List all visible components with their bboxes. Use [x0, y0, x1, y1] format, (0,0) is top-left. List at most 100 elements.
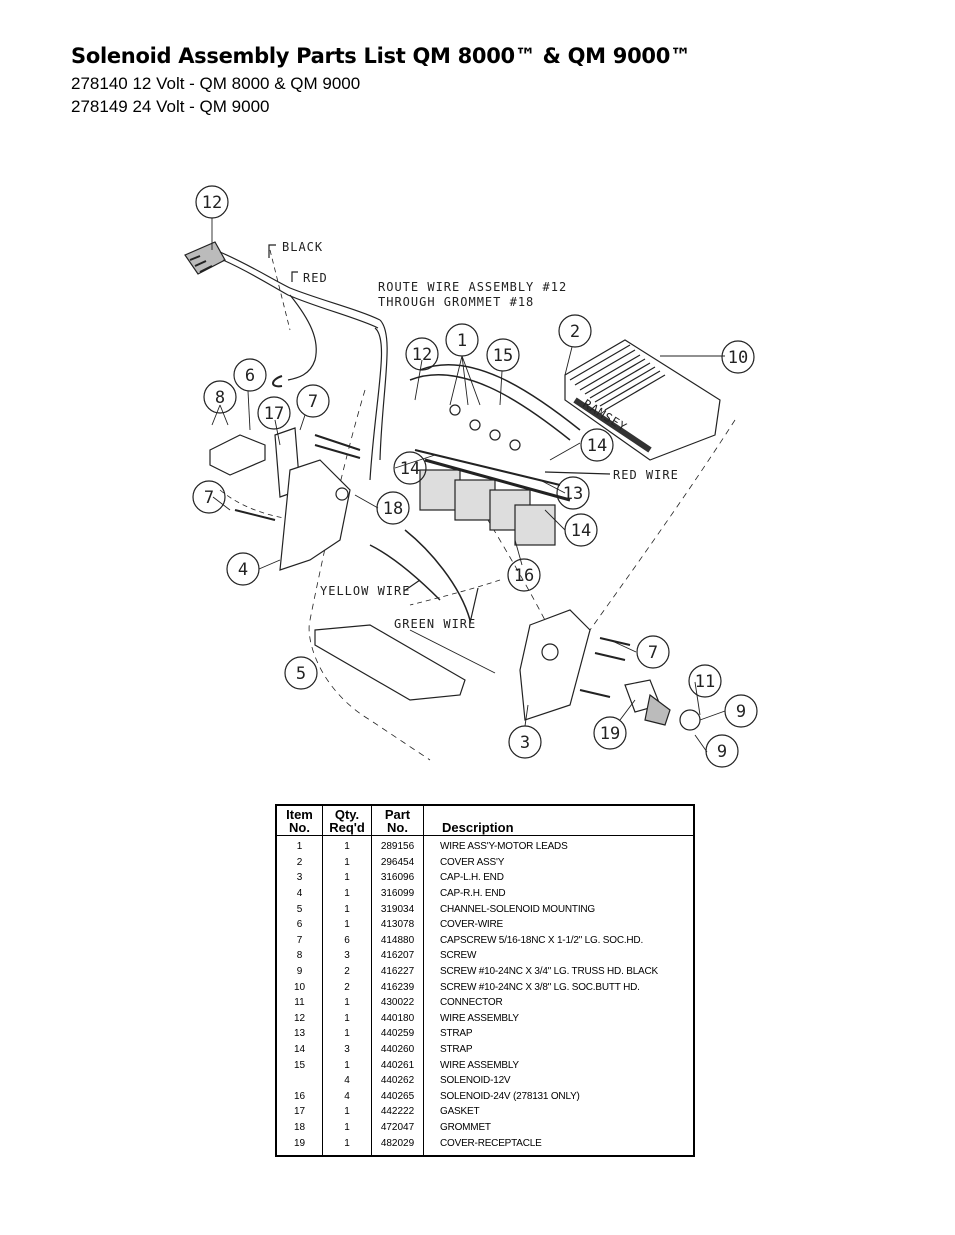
cell-description: CONNECTOR [440, 997, 503, 1009]
callout-4: 4 [226, 552, 260, 586]
cell-item-no: 11 [276, 994, 323, 1011]
cell-description: COVER-RECEPTACLE [440, 1137, 542, 1149]
label-red-wire: RED WIRE [613, 468, 679, 482]
svg-text:17: 17 [264, 404, 284, 424]
svg-text:7: 7 [648, 643, 658, 663]
cell-description: CAP-L.H. END [440, 872, 504, 884]
strap-wires [369, 364, 581, 621]
cell-item-no: 5 [276, 901, 323, 917]
callout-11: 11 [688, 664, 722, 698]
cell-qty: 4 [322, 1072, 372, 1089]
model-line-12v: 278140 12 Volt - QM 8000 & QM 9000 [71, 74, 361, 93]
callouts: 12 1 12 15 2 10 6 8 17 7 14 14 13 14 7 1… [192, 185, 758, 768]
cell-item-no: 13 [276, 1026, 323, 1042]
model-line-24v: 278149 24 Volt - QM 9000 [71, 97, 270, 116]
cell-item-no: 7 [276, 932, 323, 949]
callout-14-c: 14 [564, 513, 598, 547]
right-end-parts [519, 609, 701, 731]
svg-text:12: 12 [412, 345, 432, 365]
callout-7-upper: 7 [296, 384, 330, 418]
cell-qty: 1 [322, 885, 372, 902]
exploded-assembly-diagram: RAMSEY [170, 160, 770, 780]
svg-text:12: 12 [202, 193, 222, 213]
cell-qty: 1 [322, 916, 372, 933]
left-end-parts [209, 427, 361, 571]
svg-text:14: 14 [400, 459, 420, 479]
cell-qty: 4 [322, 1088, 372, 1105]
svg-text:4: 4 [238, 560, 248, 580]
svg-text:2: 2 [570, 322, 580, 342]
cell-item-no: 10 [276, 979, 323, 995]
cell-part-no: 316099 [371, 885, 424, 902]
callout-14-b: 14 [393, 451, 427, 485]
cell-description: GROMMET [440, 1121, 491, 1133]
cell-qty: 1 [322, 1119, 372, 1136]
cell-description: COVER ASS'Y [440, 856, 505, 868]
cell-qty: 1 [322, 901, 372, 917]
label-green-wire: GREEN WIRE [394, 617, 476, 631]
cell-qty: 2 [322, 963, 372, 980]
cell-description: SCREW [440, 950, 477, 962]
cell-part-no: 440261 [371, 1057, 424, 1073]
svg-text:10: 10 [728, 348, 748, 368]
label-yellow-wire: YELLOW WIRE [320, 584, 410, 598]
cell-description: WIRE ASS'Y-MOTOR LEADS [440, 841, 568, 853]
cell-qty: 1 [322, 1104, 372, 1120]
cell-item-no: 19 [276, 1135, 323, 1156]
cell-part-no: 440259 [371, 1026, 424, 1042]
svg-text:19: 19 [600, 724, 620, 744]
cell-qty: 6 [322, 932, 372, 949]
wire-assembly-12 [184, 241, 388, 481]
cell-item-no: 3 [276, 870, 323, 886]
cell-qty: 1 [322, 870, 372, 886]
svg-text:15: 15 [493, 346, 513, 366]
cell-qty: 1 [322, 994, 372, 1011]
cell-item-no: 12 [276, 1010, 323, 1027]
svg-text:7: 7 [308, 392, 318, 412]
callout-1: 1 [445, 323, 479, 357]
callout-13: 13 [556, 476, 590, 510]
header-qty-reqd: Qty.Req'd [322, 805, 372, 836]
svg-text:8: 8 [215, 388, 225, 408]
svg-text:3: 3 [520, 733, 530, 753]
callout-14-a: 14 [580, 428, 614, 462]
cell-part-no: 316096 [371, 870, 424, 886]
svg-text:16: 16 [514, 566, 534, 586]
callout-2: 2 [558, 314, 592, 348]
cell-part-no: 440180 [371, 1010, 424, 1027]
cell-qty: 2 [322, 979, 372, 995]
cell-item-no: 18 [276, 1119, 323, 1136]
callout-8: 8 [203, 380, 237, 414]
cell-description: CHANNEL-SOLENOID MOUNTING [440, 903, 596, 915]
cell-item-no [276, 1072, 323, 1089]
cell-item-no: 15 [276, 1057, 323, 1073]
callout-3: 3 [508, 725, 542, 759]
cell-description: SCREW #10-24NC X 3/4" LG. TRUSS HD. BLAC… [440, 966, 659, 978]
cell-qty: 3 [322, 1041, 372, 1058]
callout-15: 15 [486, 338, 520, 372]
cell-qty: 1 [322, 1057, 372, 1073]
cell-part-no: 440260 [371, 1041, 424, 1058]
label-black: BLACK [282, 240, 323, 254]
callout-9-lower: 9 [705, 734, 739, 768]
cell-part-no: 416207 [371, 948, 424, 964]
cell-description: COVER-WIRE [440, 919, 504, 931]
svg-text:7: 7 [204, 488, 214, 508]
